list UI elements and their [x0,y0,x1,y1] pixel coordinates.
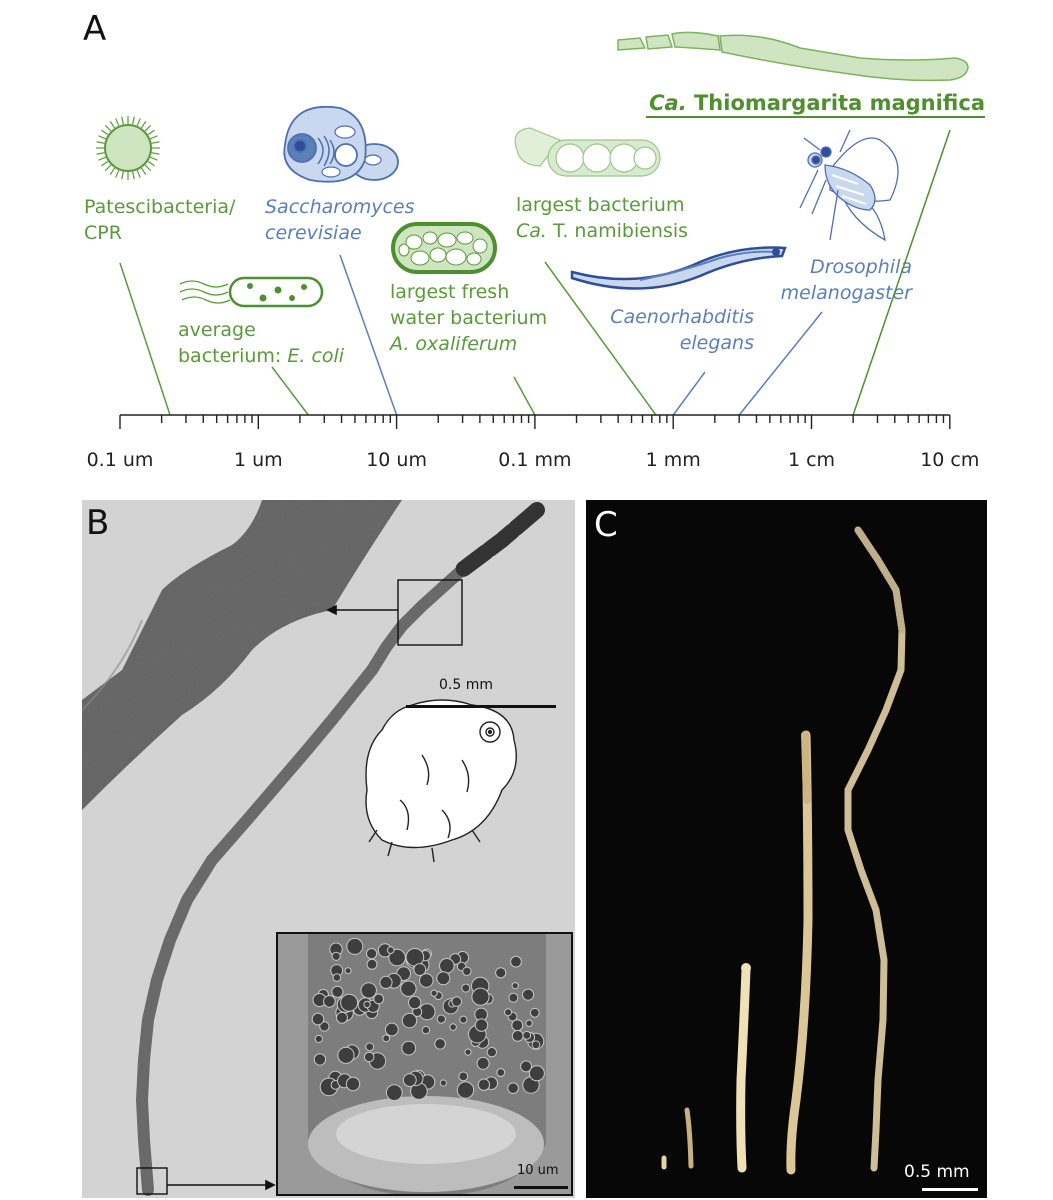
tip-inset: 10 um [276,932,573,1196]
svg-text:cerevisiae: cerevisiae [265,222,362,244]
inset-arrow [167,1179,276,1191]
leader-line-namibiensis [544,261,657,416]
organism-label-drosophila: Drosophila melanogaster [781,256,914,304]
scale-label-c: 0.5 mm [904,1162,970,1182]
filament-3 [736,965,751,1173]
organism-label-cpr: Patescibacteria/CPR [84,196,236,244]
svg-text:Drosophila: Drosophila [810,256,912,278]
filament-2 [684,1107,694,1169]
leader-line-achromatium [513,376,536,416]
panel-c-letter: C [594,505,618,545]
size-axis [119,414,951,429]
axis-tick-label: 1 cm [788,449,835,471]
zoom-box-top [397,579,463,646]
ecoli-icon [179,276,324,308]
achromatium-icon [391,222,497,274]
cpr-cell-icon [96,116,160,180]
organism-label-celegans: Caenorhabditis elegans [610,306,754,354]
svg-text:Ca. Thiomargarita magnifica: Ca. Thiomargarita magnifica [649,91,985,115]
tardigrade-icon [365,699,517,863]
svg-text:average: average [178,319,256,341]
scale-bar-c [922,1188,978,1191]
axis-tick-label: 0.1 mm [498,449,571,471]
organism-label-yeast: Saccharomyces cerevisiae [265,196,415,244]
svg-text:CPR: CPR [84,222,122,244]
filament-5 [844,526,906,1172]
svg-text:Saccharomyces: Saccharomyces [265,196,415,218]
svg-text:Ca. T. namibiensis: Ca. T. namibiensis [516,220,688,242]
leader-line-yeast [339,254,398,416]
leader-line-ecoli [271,366,309,416]
axis-tick-label: 0.1 um [87,449,154,471]
panel-a-size-scale: A [83,9,985,471]
svg-text:Caenorhabditis: Caenorhabditis [610,306,754,328]
axis-tick-label: 1 mm [646,449,701,471]
scale-label-inset: 10 um [517,1163,559,1178]
svg-text:bacterium: E. coli: bacterium: E. coli [178,345,345,367]
svg-text:A. oxaliferum: A. oxaliferum [388,333,517,355]
scale-bar-main [406,705,556,708]
nematode-icon [570,246,787,290]
panel-c-photo: C 0.5 mm [586,500,987,1198]
fly-icon [799,129,899,242]
magnifica-filament-icon [617,31,969,82]
svg-text:elegans: elegans [680,332,754,354]
filament-4 [786,730,813,1175]
scale-bar-inset [514,1186,568,1189]
svg-text:melanogaster: melanogaster [781,282,914,304]
zoomed-filament-segment [82,500,402,810]
svg-text:water bacterium: water bacterium [390,307,547,329]
organism-label-achromatium: largest fresh water bacterium A. oxaliferu… [388,281,547,355]
scale-label-main: 0.5 mm [439,677,493,693]
yeast-cell-icon [283,106,399,183]
axis-tick-label: 10 um [366,449,427,471]
axis-tick-label: 10 cm [920,449,979,471]
axis-tick-label: 1 um [234,449,283,471]
zoom-arrow [326,604,398,616]
panel-b-micrograph: 0.5 mm 10 um B [82,500,575,1198]
organism-label-magnifica: Ca. Thiomargarita magnifica [646,91,985,118]
leader-line-drosophila [738,311,823,416]
panel-a-letter: A [83,9,106,49]
leader-line-celegans [672,371,706,416]
svg-text:largest bacterium: largest bacterium [516,194,684,216]
panel-b-letter: B [86,503,110,543]
svg-text:Patescibacteria/: Patescibacteria/ [84,196,236,218]
namibiensis-chain-icon [514,127,661,177]
svg-text:largest fresh: largest fresh [390,281,509,303]
organism-label-ecoli: average bacterium: E. coli [178,319,345,367]
leader-line-cpr [119,262,171,416]
leader-line-magnifica [852,129,951,416]
zoom-box-tip [136,1167,168,1195]
